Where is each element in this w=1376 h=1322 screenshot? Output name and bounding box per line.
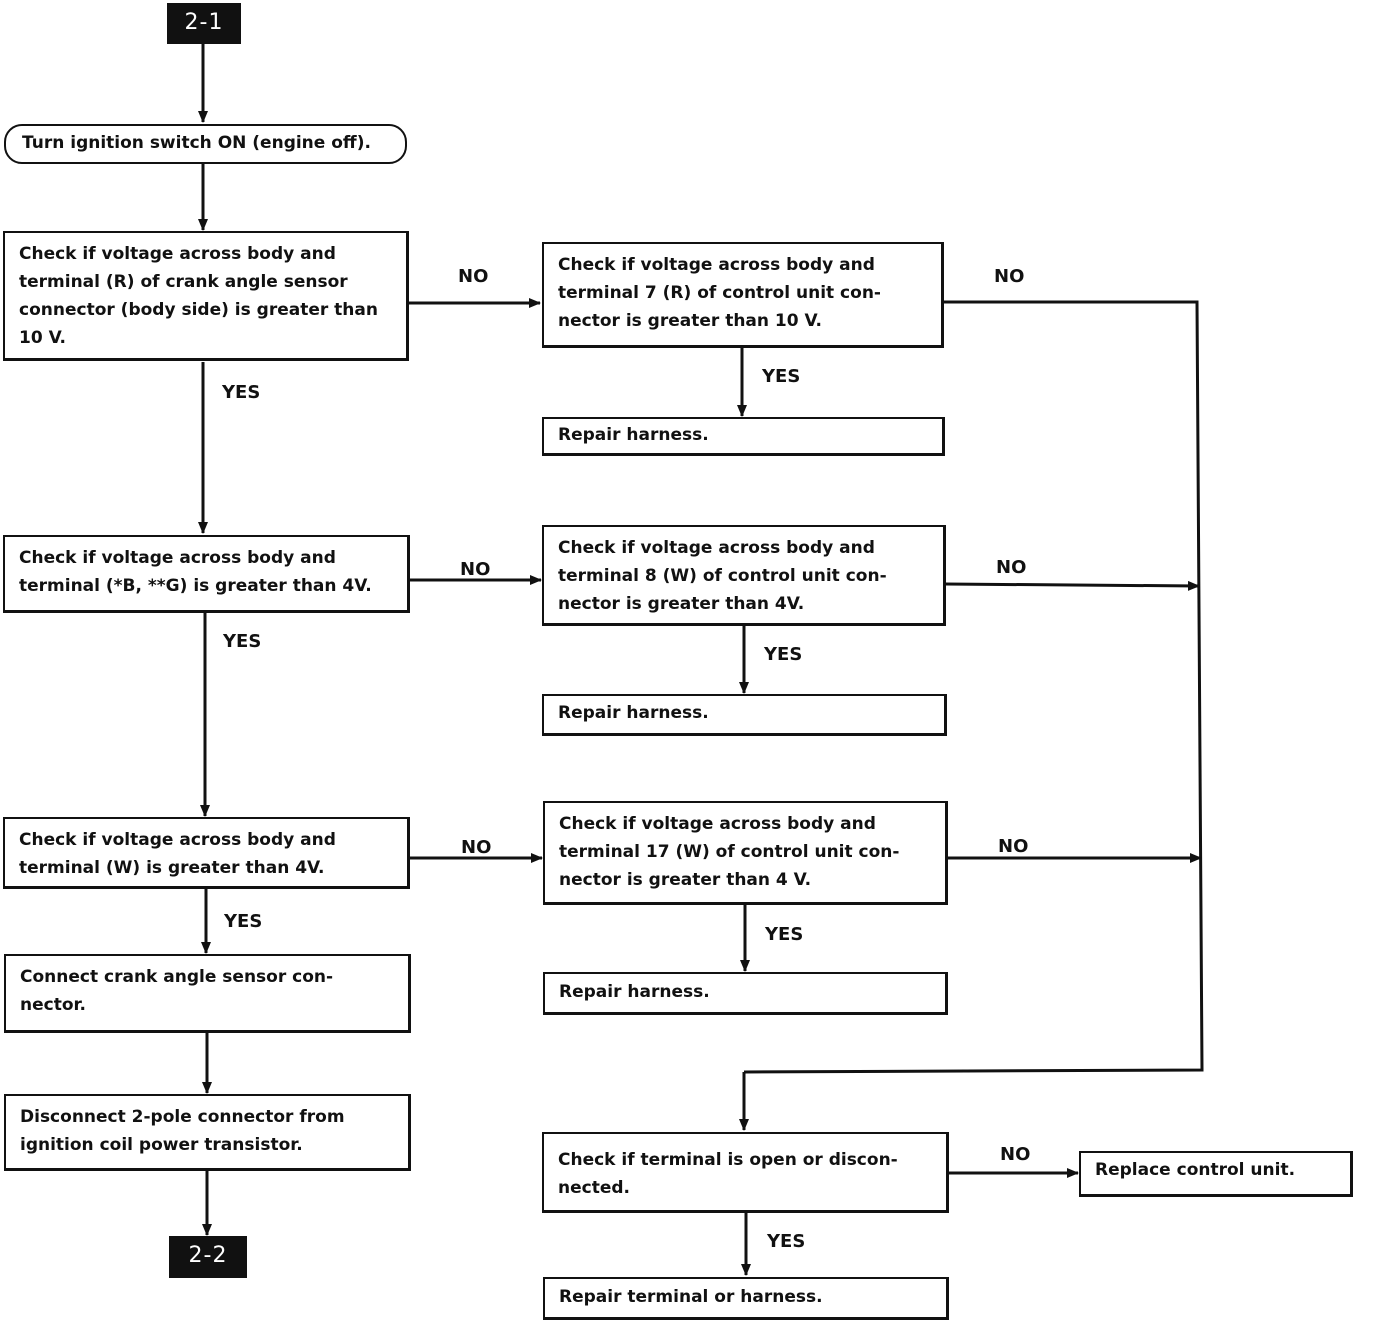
no-label-term8: NO [996,557,1027,578]
no-label-check-r: NO [458,266,489,287]
end-connector-tag: 2-2 [169,1236,247,1278]
no-label-check-bg: NO [460,559,491,580]
check-w-voltage: Check if voltage across body and termina… [3,817,410,889]
start-connector-tag: 2-1 [167,3,241,44]
no-label-term7: NO [994,266,1025,287]
no-label-term17: NO [998,836,1029,857]
arrow-term8-no [944,580,1200,591]
disconnect-2pole-step: Disconnect 2-pole connector from ignitio… [4,1094,411,1171]
check-bg-voltage: Check if voltage across body and termina… [3,535,410,613]
no-label-check-w: NO [461,837,492,858]
replace-control-unit: Replace control unit. [1079,1151,1353,1197]
check-terminal-open: Check if terminal is open or discon- nec… [542,1132,949,1213]
repair-harness-1: Repair harness. [542,417,945,456]
yes-label-term17: YES [765,924,804,945]
connect-crank-sensor-step: Connect crank angle sensor con- nector. [4,954,411,1033]
yes-label-term8: YES [764,644,803,665]
line-term7-no [743,300,1204,1074]
yes-label-check-bg: YES [223,631,262,652]
yes-label-check-r: YES [222,382,261,403]
ignition-on-step: Turn ignition switch ON (engine off). [4,124,407,164]
yes-label-check-w: YES [224,911,263,932]
no-label-check-open: NO [1000,1144,1031,1165]
repair-harness-3: Repair harness. [543,972,948,1015]
check-terminal7-voltage: Check if voltage across body and termina… [542,242,944,348]
repair-terminal-harness: Repair terminal or harness. [543,1277,949,1320]
check-terminal17-voltage: Check if voltage across body and termina… [543,801,948,905]
check-crank-r-voltage: Check if voltage across body and termina… [3,231,409,361]
check-terminal8-voltage: Check if voltage across body and termina… [542,525,946,626]
yes-label-term7: YES [762,366,801,387]
yes-label-check-open: YES [767,1231,806,1252]
repair-harness-2: Repair harness. [542,694,947,736]
